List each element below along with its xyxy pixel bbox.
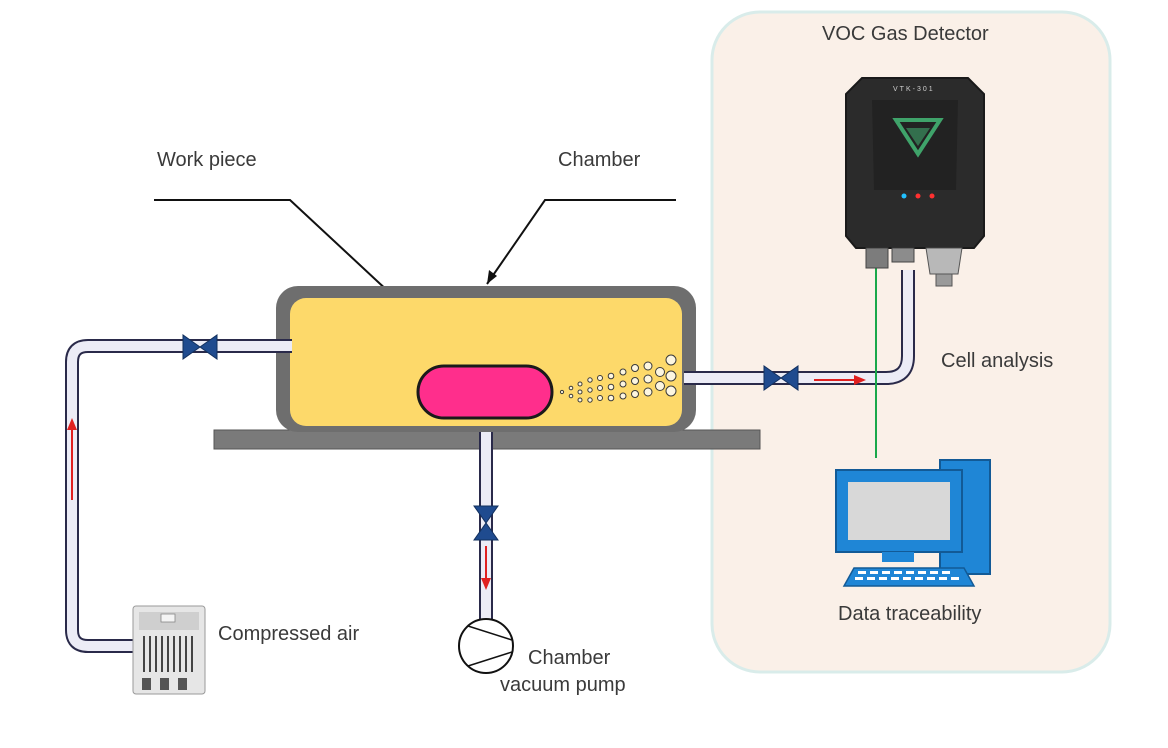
flow-arrow-icon	[814, 375, 866, 385]
flow-arrow-icon	[481, 546, 491, 590]
air-inlet-pipe	[65, 339, 292, 653]
chamber-pointer-arrowhead	[487, 270, 497, 284]
compressed-air-label: Compressed air	[218, 623, 360, 645]
chamber-vacuum-pump-label-line2: vacuum pump	[500, 674, 626, 696]
valve-icon	[473, 505, 499, 541]
voc-detector-device-icon	[845, 77, 985, 287]
vacuum-pump-icon	[458, 618, 514, 674]
work-piece-label: Work piece	[157, 149, 257, 171]
air-compressor-icon	[132, 605, 206, 695]
computer-icon	[835, 459, 991, 587]
voc-gas-detector-label: VOC Gas Detector	[822, 23, 989, 45]
valve-icon	[182, 334, 218, 360]
air-inlet-pipe-core	[67, 341, 292, 651]
leak-bubbles	[559, 354, 677, 403]
chamber-interior	[290, 298, 682, 426]
detector-outlet-pipe-core	[684, 270, 913, 383]
data-traceability-label: Data traceability	[838, 603, 982, 625]
valve-icon	[763, 365, 799, 391]
chamber-label: Chamber	[558, 149, 641, 171]
chamber-pointer	[486, 199, 676, 285]
work-piece	[416, 364, 554, 420]
flow-arrow-icon	[67, 418, 77, 500]
chamber-vacuum-pump-label-line1: Chamber	[528, 647, 611, 669]
cell-analysis-label: Cell analysis	[941, 350, 1054, 372]
detector-model-label: VTK-301	[893, 86, 935, 93]
